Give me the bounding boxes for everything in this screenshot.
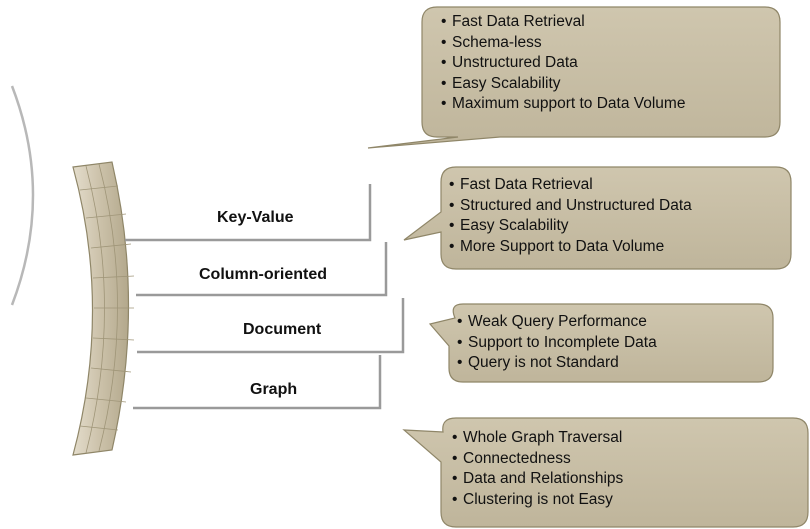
connector-key-value — [125, 184, 372, 242]
curved-band — [72, 161, 135, 456]
background-circle-edge — [10, 85, 35, 306]
callout-item: Support to Incomplete Data — [457, 333, 657, 354]
callout-item: Connectedness — [452, 449, 623, 470]
callout-column-oriented: Fast Data Retrieval Structured and Unstr… — [449, 175, 692, 257]
category-label-column-oriented: Column-oriented — [199, 266, 327, 283]
category-label-document: Document — [243, 321, 322, 338]
category-label-graph: Graph — [250, 381, 298, 398]
callout-item: Schema-less — [441, 33, 685, 54]
callout-key-value: Fast Data Retrieval Schema-less Unstruct… — [441, 12, 685, 115]
callout-item: Maximum support to Data Volume — [441, 94, 685, 115]
callout-item: Query is not Standard — [457, 353, 657, 374]
callout-item: More Support to Data Volume — [449, 237, 692, 258]
connector-document — [137, 298, 405, 354]
callout-item: Weak Query Performance — [457, 312, 657, 333]
callout-item: Fast Data Retrieval — [449, 175, 692, 196]
callout-item: Unstructured Data — [441, 53, 685, 74]
callout-item: Fast Data Retrieval — [441, 12, 685, 33]
callout-item: Easy Scalability — [441, 74, 685, 95]
connector-column-oriented — [136, 242, 388, 297]
callout-document: Weak Query Performance Support to Incomp… — [457, 312, 657, 374]
category-label-key-value: Key-Value — [217, 209, 294, 226]
callout-graph: Whole Graph Traversal Connectedness Data… — [452, 428, 623, 510]
connector-graph — [133, 355, 382, 410]
callout-item: Easy Scalability — [449, 216, 692, 237]
callout-item: Structured and Unstructured Data — [449, 196, 692, 217]
callout-item: Whole Graph Traversal — [452, 428, 623, 449]
callout-item: Data and Relationships — [452, 469, 623, 490]
connectors — [125, 184, 405, 410]
callout-item: Clustering is not Easy — [452, 490, 623, 511]
